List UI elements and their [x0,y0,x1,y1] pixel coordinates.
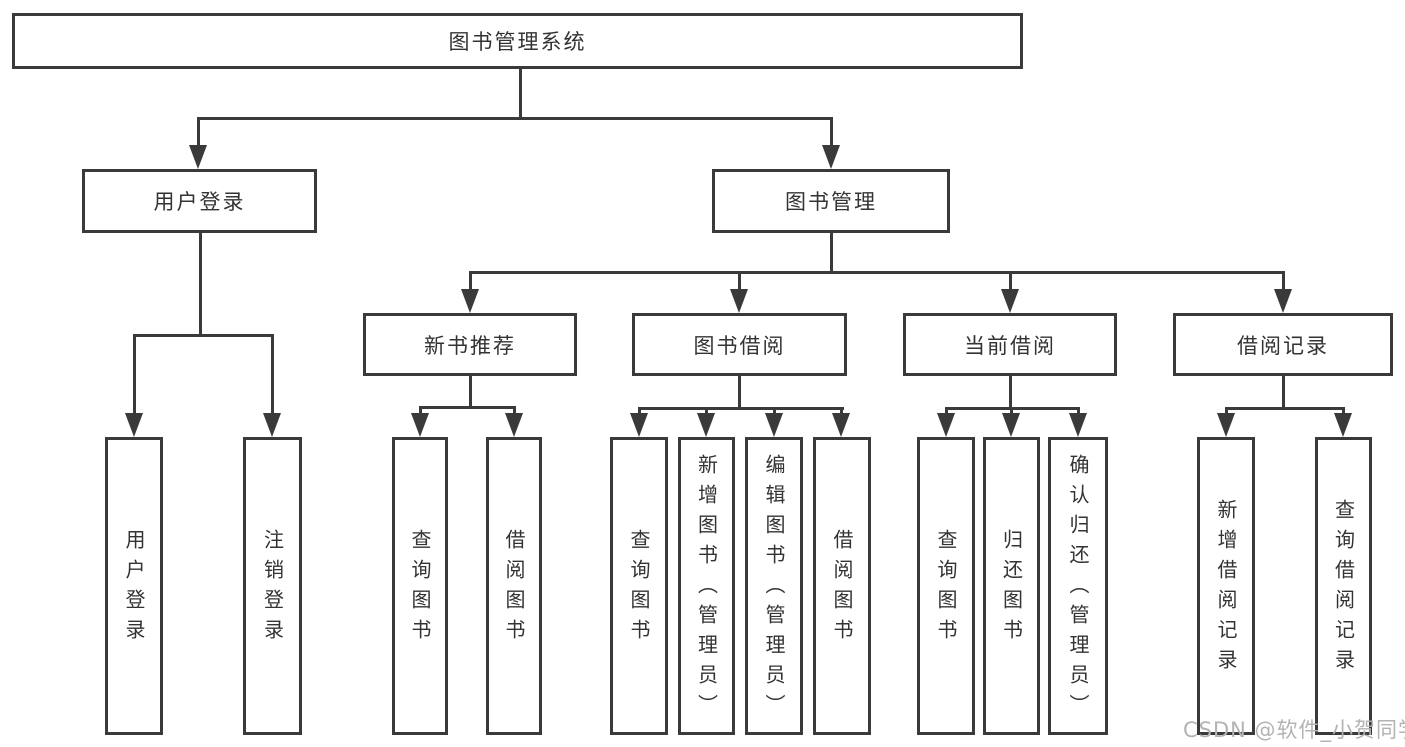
node-current-borrow: 当前借阅 [903,313,1117,376]
arrow-down-icon [1001,289,1019,313]
leaf-query-books-3: 查询图书 [917,437,975,735]
edge-leaf-stem [1010,408,1013,417]
edge-leaf-stem [1342,408,1345,417]
edge-recommend-bar [419,406,516,409]
leaf-user-login: 用户登录 [105,437,163,735]
edge-recommend-stem [469,376,472,408]
arrow-down-icon [730,289,748,313]
edge-to-book-mgmt-stem [830,118,833,148]
arrow-down-icon [505,413,523,437]
edge-borrow-bar [638,407,844,410]
arrow-down-icon [411,413,429,437]
leaf-borrow-books-2: 借阅图书 [813,437,871,735]
leaf-edit-book-admin: 编辑图书（管理员） [745,437,803,735]
edge-level3-bar [469,271,1285,274]
edge-leaf-stem [705,408,708,417]
arrow-down-icon [461,289,479,313]
edge-current-stem [1009,376,1012,409]
edge-leaf-stem [773,408,776,417]
edge-to-user-login-stem [197,118,200,148]
edge-leaf-stem [840,408,843,417]
edge-leaf-stem [945,408,948,417]
edge-borrow-stem [738,376,741,409]
edge-level3-stem [738,272,741,292]
arrow-down-icon [1334,413,1352,437]
edge-root-stem [519,69,522,119]
edge-leaf-stem [1077,408,1080,417]
leaf-add-borrow-record: 新增借阅记录 [1197,437,1255,735]
arrow-down-icon [765,413,783,437]
arrow-down-icon [1274,289,1292,313]
arrow-down-icon [1069,413,1087,437]
leaf-logout: 注销登录 [243,437,302,735]
leaf-return-book: 归还图书 [983,437,1040,735]
leaf-borrow-books-1: 借阅图书 [486,437,542,735]
leaf-query-books-1: 查询图书 [392,437,448,735]
node-borrow-records: 借阅记录 [1173,313,1393,376]
arrow-down-icon [189,145,207,169]
edge-level3-stem [1009,272,1012,292]
leaf-query-borrow-record: 查询借阅记录 [1315,437,1372,735]
edge-leaf-stem [638,408,641,417]
arrow-down-icon [1002,413,1020,437]
edge-level3-stem [469,272,472,292]
edge-leaf-stem [1225,408,1228,417]
edge-leaf-stem [271,335,274,417]
leaf-confirm-return-admin: 确认归还（管理员） [1048,437,1108,735]
arrow-down-icon [263,413,281,437]
edge-leaf-stem [513,407,516,417]
edge-level2-bar [197,117,833,120]
node-user-login-branch: 用户登录 [82,169,317,233]
leaf-query-books-2: 查询图书 [610,437,668,735]
node-book-borrow: 图书借阅 [632,313,847,376]
arrow-down-icon [1217,413,1235,437]
edge-records-stem [1282,376,1285,409]
leaf-add-book-admin: 新增图书（管理员） [678,437,735,735]
node-root: 图书管理系统 [12,13,1023,69]
edge-leaf-stem [419,407,422,417]
edge-book-mgmt-stem [830,233,833,272]
node-book-management: 图书管理 [712,169,950,233]
edge-records-bar [1225,407,1345,410]
edge-leaf-stem [133,335,136,417]
arrow-down-icon [832,413,850,437]
arrow-down-icon [697,413,715,437]
edge-level3-stem [1282,272,1285,292]
arrow-down-icon [125,413,143,437]
node-new-book-recommend: 新书推荐 [363,313,577,376]
arrow-down-icon [822,145,840,169]
arrow-down-icon [630,413,648,437]
edge-user-login-stem [199,233,202,335]
edge-user-login-bar [133,334,274,337]
watermark: CSDN @软件_小贺同学 [1183,718,1405,742]
arrow-down-icon [937,413,955,437]
